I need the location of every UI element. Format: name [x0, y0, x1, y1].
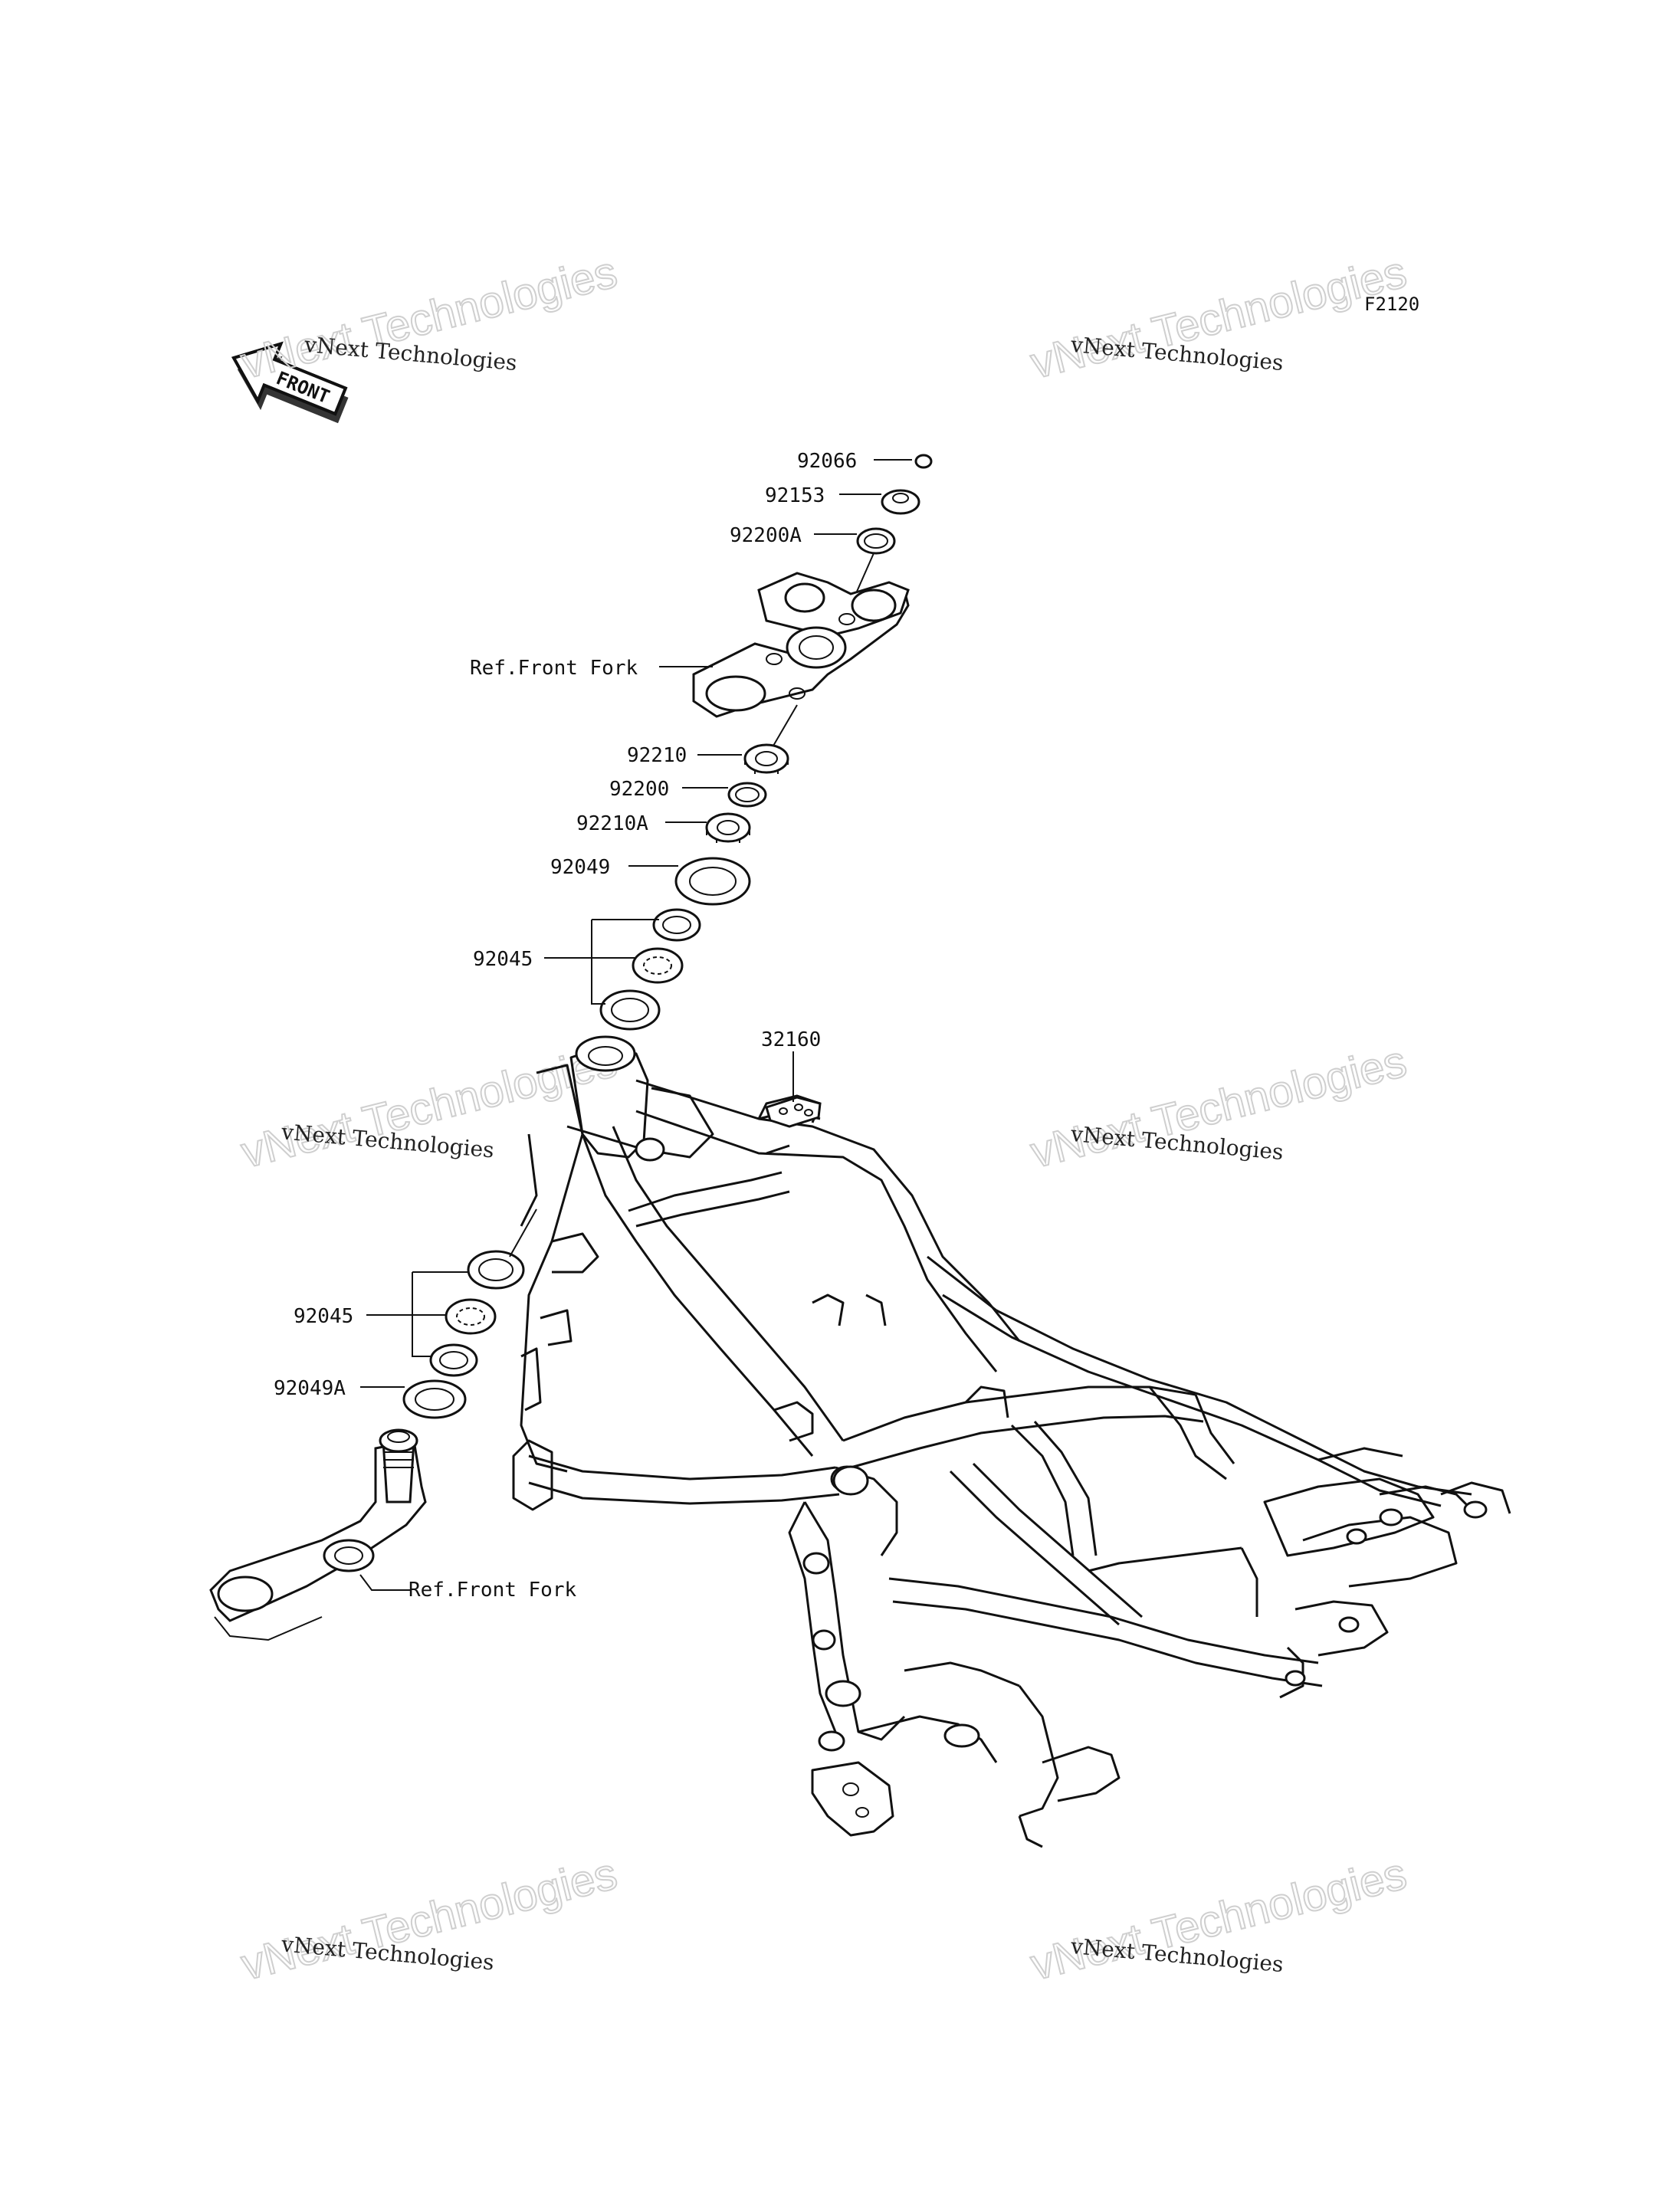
part-steering-stem-lower-clamp[interactable]	[209, 1428, 427, 1641]
part-92045-upper-bearing[interactable]	[599, 908, 701, 1031]
leader-line	[359, 1574, 410, 1591]
part-92153-stem-nut[interactable]	[881, 489, 920, 515]
leader-bracket	[366, 1271, 468, 1357]
callout-92049[interactable]: 92049	[550, 856, 610, 879]
part-32160-bracket[interactable]	[765, 1096, 822, 1128]
part-92200A-washer[interactable]	[856, 527, 896, 555]
part-92045-lower-bearing[interactable]	[429, 1250, 525, 1377]
callout-92045-upper[interactable]: 92045	[473, 948, 533, 971]
callout-92045-lower[interactable]: 92045	[294, 1305, 353, 1328]
motorcycle-main-frame[interactable]	[512, 1035, 1511, 1848]
part-92049A-seal[interactable]	[402, 1379, 467, 1419]
part-92200-washer[interactable]	[727, 782, 767, 808]
leader-bracket	[544, 919, 659, 1005]
callout-92153[interactable]: 92153	[765, 484, 825, 507]
callout-92210[interactable]: 92210	[627, 744, 687, 767]
part-92210-locknut[interactable]	[743, 743, 789, 774]
callout-32160[interactable]: 32160	[761, 1028, 821, 1051]
callout-92200[interactable]: 92200	[609, 778, 669, 801]
callout-ref-front-fork-top[interactable]: Ref.Front Fork	[470, 657, 638, 680]
part-92049-seal[interactable]	[674, 857, 751, 906]
callout-92210A[interactable]: 92210A	[576, 812, 648, 835]
callout-ref-front-fork-bottom[interactable]: Ref.Front Fork	[409, 1579, 576, 1602]
callout-92049A[interactable]: 92049A	[274, 1377, 346, 1400]
part-92210A-locknut[interactable]	[705, 812, 751, 843]
callout-92200A[interactable]: 92200A	[730, 524, 802, 547]
callout-92066[interactable]: 92066	[797, 450, 857, 473]
diagram-code: F2120	[1364, 293, 1419, 315]
part-upper-triple-clamp[interactable]	[692, 572, 910, 718]
leader-line	[769, 704, 798, 752]
leader-line	[509, 1208, 537, 1258]
part-92066-cap[interactable]	[914, 454, 933, 469]
